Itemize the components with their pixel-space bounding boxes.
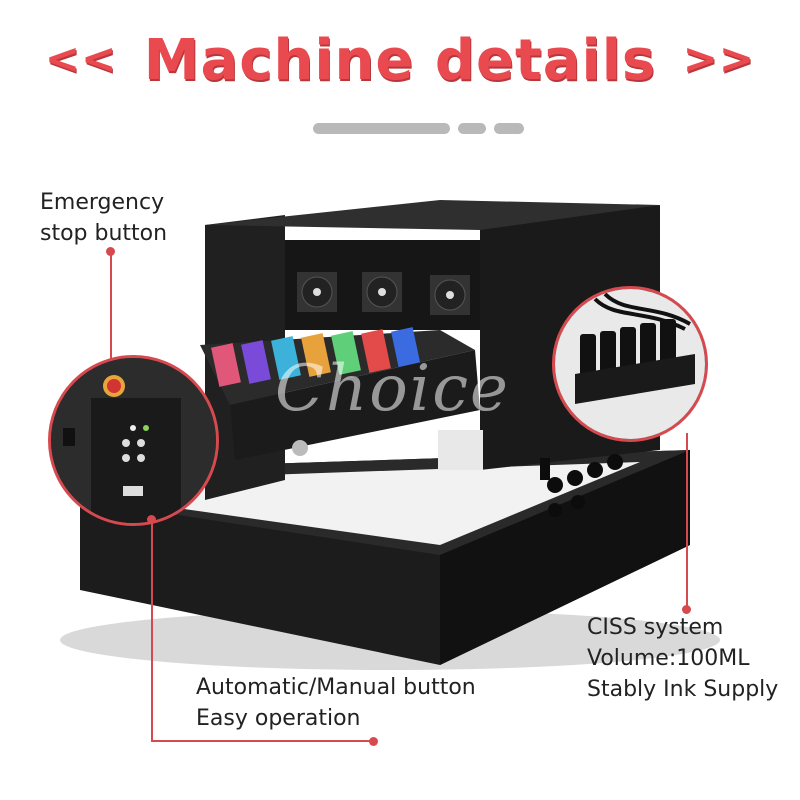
- callout-emergency-stop: Emergency stop button: [40, 187, 167, 249]
- callout-line: Volume:100ML: [587, 646, 750, 671]
- divider-bar: [458, 123, 486, 134]
- callout-ciss-system: CISS system Volume:100ML Stably Ink Supp…: [587, 612, 778, 705]
- ink-bottle-icon: [580, 319, 676, 379]
- control-panel-zoom: [48, 355, 219, 526]
- divider-bar: [494, 123, 524, 134]
- leader-line: [151, 520, 153, 742]
- watermark: Choice: [275, 352, 510, 426]
- callout-line: Stably Ink Supply: [587, 677, 779, 702]
- title-text: Machine details: [143, 28, 657, 93]
- fan-icon: [297, 272, 337, 312]
- leader-line: [686, 433, 688, 609]
- carriage: [230, 350, 480, 460]
- callout-line: Easy operation: [196, 706, 361, 731]
- leader-dot: [682, 605, 691, 614]
- top-plate: [205, 200, 660, 230]
- base-tray-side: [440, 450, 690, 665]
- leader-dot: [369, 737, 378, 746]
- phone-cases: [211, 327, 421, 387]
- ciss-zoom: [552, 286, 708, 442]
- callout-line: Automatic/Manual button: [196, 675, 476, 700]
- fan-icon: [362, 272, 402, 312]
- left-chevron-icon: <<: [44, 34, 118, 83]
- callout-line: CISS system: [587, 615, 724, 640]
- leader-dot: [147, 515, 156, 524]
- page-title: << Machine details >>: [0, 28, 800, 93]
- right-chevron-icon: >>: [682, 34, 756, 83]
- leader-line: [151, 740, 373, 742]
- callout-line: stop button: [40, 221, 168, 246]
- callout-line: Emergency: [40, 190, 165, 215]
- leader-line: [110, 251, 112, 359]
- spec-label: [438, 430, 483, 470]
- power-switch-icon: [540, 458, 550, 480]
- knob-icon: [292, 440, 308, 456]
- fan-icon: [430, 275, 470, 315]
- callout-auto-manual: Automatic/Manual button Easy operation: [196, 672, 476, 734]
- port-holes: [547, 454, 623, 517]
- divider-bar: [313, 123, 450, 134]
